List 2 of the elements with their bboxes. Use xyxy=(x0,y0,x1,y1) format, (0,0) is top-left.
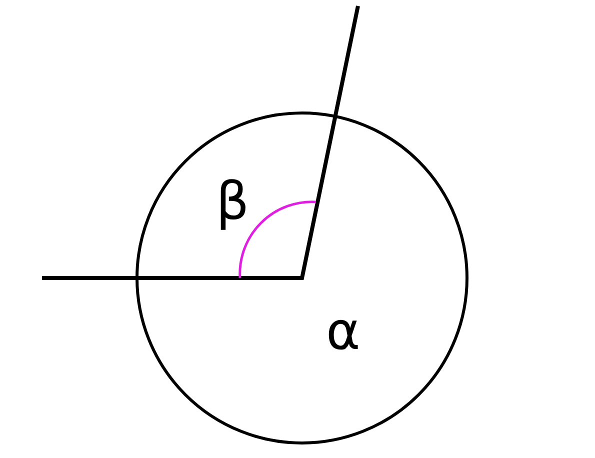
angle-label: α xyxy=(326,306,360,358)
angle-label: β xyxy=(216,176,250,228)
